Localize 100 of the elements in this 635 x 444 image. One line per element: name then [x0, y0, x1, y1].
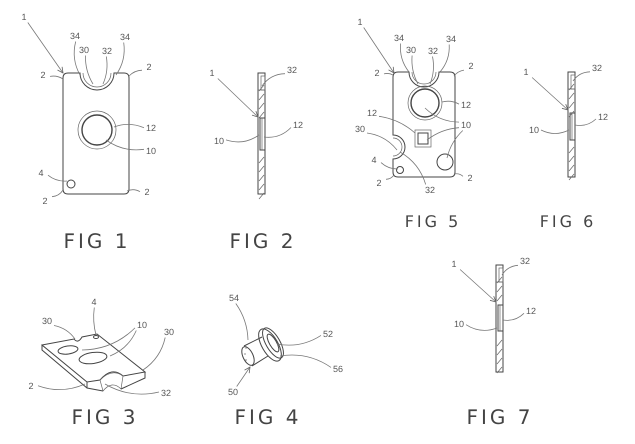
callout-number: 2: [38, 196, 52, 206]
leader-line: [85, 55, 94, 84]
figure-label: FIG 1: [64, 229, 130, 253]
leader-line: [572, 71, 590, 82]
callout-number: 30: [77, 44, 91, 56]
leader-line: [412, 55, 418, 84]
callout-number: 12: [144, 122, 158, 134]
callout-number: 10: [527, 124, 541, 136]
leader-line: [116, 42, 125, 76]
callout-number: 4: [367, 154, 381, 166]
callout-number: 12: [524, 306, 538, 316]
callout-number: 10: [135, 320, 149, 330]
leader-line: [440, 44, 450, 72]
callout-number: 10: [459, 120, 473, 130]
leader-line: [430, 56, 434, 84]
callout-number: 10: [452, 318, 466, 330]
callout-number: 32: [518, 256, 532, 266]
leader-line: [104, 384, 160, 395]
leader-line: [366, 132, 398, 150]
figure-label: FIG 7: [466, 405, 534, 429]
callout-number: 2: [464, 60, 478, 72]
callout-number: 4: [34, 168, 48, 178]
callout-number: 10: [212, 136, 226, 146]
leader-line: [262, 73, 286, 86]
figure-label: FIG 3: [72, 405, 138, 429]
leader-arrow: [363, 27, 394, 74]
leader-line: [426, 127, 460, 140]
leader-line: [454, 70, 464, 76]
leader-line: [384, 73, 394, 76]
leader-line: [400, 152, 426, 185]
callout-number: 10: [144, 146, 158, 156]
callout-number: 32: [423, 184, 437, 196]
callout-number: 30: [162, 326, 176, 338]
leader-line: [502, 312, 524, 321]
leader-arrow: [460, 269, 496, 302]
leader-arrow: [532, 77, 568, 110]
callout-number: 1: [17, 12, 31, 22]
leader-line: [466, 324, 498, 331]
callout-number: 2: [142, 62, 156, 72]
leader-line: [54, 325, 76, 340]
leader-line: [378, 116, 416, 134]
callout-number: 1: [353, 16, 367, 28]
leader-line: [82, 328, 136, 350]
callout-number: 12: [596, 112, 610, 122]
card-front-drawing: [62, 72, 130, 194]
callout-number: 34: [68, 30, 82, 42]
card-front-drawing: [392, 72, 456, 178]
leader-line: [502, 264, 518, 276]
leader-arrow: [27, 22, 64, 74]
callout-number: 12: [291, 120, 305, 130]
callout-number: 1: [447, 258, 461, 270]
card-section-drawing: [258, 72, 266, 200]
leader-line: [50, 76, 64, 80]
leader-line: [280, 354, 332, 368]
figure-label: FIG 6: [540, 212, 596, 231]
callout-number: 52: [321, 328, 335, 340]
callout-number: 34: [444, 34, 458, 44]
leader-line: [93, 307, 96, 336]
plug-drawing: [241, 327, 284, 366]
leader-line: [114, 124, 144, 128]
callout-number: 4: [87, 296, 101, 308]
leader-line: [128, 70, 142, 76]
callout-number: 1: [519, 66, 533, 78]
leader-line: [446, 130, 464, 158]
leader-line: [106, 140, 144, 150]
callout-number: 54: [227, 292, 241, 304]
callout-number: 56: [331, 364, 345, 374]
callout-number: 2: [140, 186, 154, 198]
leader-line: [574, 118, 596, 126]
figure-label: FIG 5: [404, 212, 462, 231]
leader-line: [264, 127, 292, 138]
callout-number: 12: [365, 108, 379, 118]
leader-line: [276, 335, 322, 346]
callout-number: 2: [24, 380, 38, 392]
callout-number: 32: [426, 46, 440, 56]
callout-number: 30: [353, 124, 367, 134]
callout-number: 2: [372, 178, 386, 188]
callout-number: 32: [590, 62, 604, 74]
leader-line: [454, 173, 464, 177]
callout-number: 30: [40, 316, 54, 326]
figure-label: FIG 4: [234, 405, 302, 429]
leader-line: [52, 190, 64, 198]
callout-number: 32: [100, 46, 114, 56]
leader-line: [110, 330, 137, 356]
leader-line: [226, 134, 260, 142]
leader-arrow: [217, 78, 258, 118]
leader-line: [442, 100, 460, 104]
leader-line: [386, 174, 394, 180]
leader-line: [142, 337, 166, 370]
callout-number: 2: [36, 70, 50, 80]
callout-number: 30: [404, 44, 418, 56]
leader-line: [38, 384, 86, 390]
leader-line: [424, 108, 460, 122]
leader-line: [74, 41, 80, 76]
leader-line: [126, 189, 140, 192]
card-section-drawing: [496, 264, 504, 374]
callout-number: 50: [226, 386, 240, 398]
callout-number: 12: [459, 100, 473, 110]
callout-number: 2: [463, 172, 477, 184]
leader-line: [540, 130, 570, 134]
